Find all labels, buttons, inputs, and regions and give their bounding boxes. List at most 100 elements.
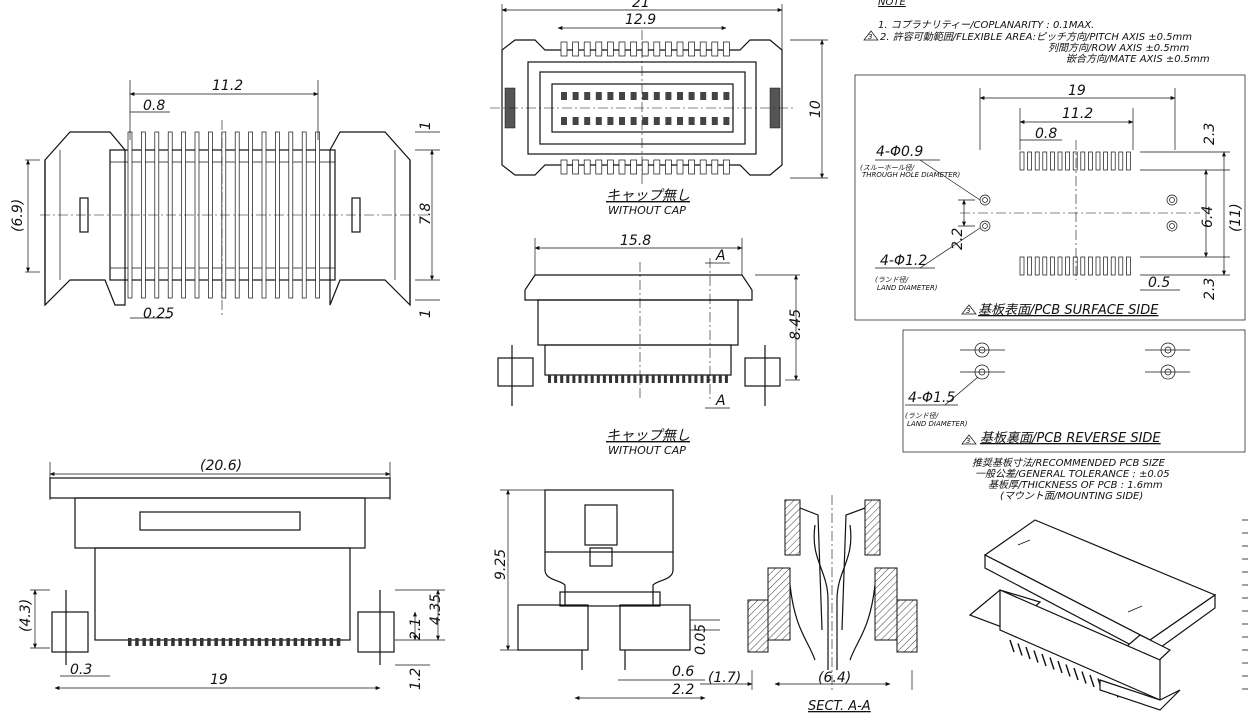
iso-pin [1017,643,1023,656]
pcb-pad [1019,256,1025,276]
pcb-reverse-view: 4-Φ1.5 (ランド径/ LAND DIAMETER) 3 基板裏面/PCB … [902,329,1246,453]
pcb-land-note-en: LAND DIAMETER) [877,284,938,292]
top-center-contact [642,92,649,100]
front-view-pin [272,638,276,646]
side-height-dim: 8.45 [788,309,804,340]
pcb-surface-flag: 3 [966,307,970,315]
top-center-pin [630,159,637,175]
end-span-dim: 2.2 [672,682,694,698]
section-width-dim: (6.4) [818,670,851,686]
pcb-pad [1050,256,1055,276]
top-center-pin [665,159,672,175]
notes-line-2: 2. 許容可動範囲/FLEXIBLE AREA:ピッチ方向/PITCH AXIS… [880,31,1192,43]
front-view-pin [171,638,175,646]
top-view-height-ref-dim: (6.9) [10,199,26,232]
pcb-overall-dim: 19 [1068,83,1086,99]
side-view-pin [645,375,649,383]
top-center-contact [700,117,707,125]
reverse-land-note-jp: (ランド径/ [905,412,939,420]
top-view-height-dim: 7.8 [418,203,434,225]
side-view-pin [627,375,631,383]
front-view-pin [128,638,132,646]
end-height-dim: 9.25 [493,549,509,580]
side-view-pin [548,375,551,383]
top-center-pin [723,159,730,175]
side-view-pin [609,375,612,383]
side-view-cap: 15.8 A A 8.45 キャップ無し WITHOUT CAP [497,233,804,457]
pcb-pad [1072,151,1078,171]
pcb-notes-line-2: 一般公差/GENERAL TOLERANCE : ±0.05 [975,468,1170,480]
top-center-pin [711,41,719,57]
top-center-contact [653,92,660,100]
pcb-notes-line-3: 基板厚/THICKNESS OF PCB : 1.6mm [988,479,1163,491]
pcb-pad [1095,151,1101,171]
isometric-view [968,519,1217,711]
top-center-view: 21 12.9 10 キャップ無し WITHOUT CAP [490,0,828,217]
front-total-dim: 19 [210,672,228,688]
reverse-land-label: 4-Φ1.5 [908,390,955,406]
top-center-contact [630,92,637,100]
top-view-lead-dim: 0.25 [143,306,174,322]
pcb-center-dim: 6.4 [1200,206,1216,228]
front-view-pin [142,638,146,646]
top-center-pin [723,41,730,57]
front-height-ref-dim: (4.3) [18,599,34,632]
pcb-pad [1118,256,1124,276]
pcb-notes-line-1: 推奨基板寸法/RECOMMENDED PCB SIZE [972,457,1166,469]
front-view-pin [257,638,262,646]
side-view-pin [682,375,686,383]
front-view-pin [149,638,154,646]
top-center-contact [723,117,730,125]
top-center-contact [677,92,683,100]
top-view-top-dim: 1 [418,121,434,130]
side-view-pin [676,375,680,383]
front-view-pin [322,638,326,646]
side-view-pin [621,375,625,383]
pcb-pad [1057,151,1063,171]
pcb-pad [1042,151,1048,171]
top-center-pin [676,159,684,175]
front-view-pin [300,638,305,646]
iso-pin [1073,667,1079,681]
side-view-pin [633,375,637,383]
top-view: 11.2 0.8 0.25 (6.9) 7.8 1 1 [10,78,440,322]
pcb-pad [1126,256,1131,276]
top-center-contact [607,117,614,125]
side-view-pin [554,375,558,383]
notes-line-3: 列間方向/ROW AXIS ±0.5mm [1048,42,1189,54]
pcb-pad [1065,256,1070,276]
page-edge-ticks [1242,519,1248,690]
top-center-pin [583,159,591,175]
top-center-pin [583,41,591,57]
notes-line-4: 嵌合方向/MATE AXIS ±0.5mm [1066,53,1210,65]
notes-flag: 3 [868,33,872,41]
iso-pin [1081,671,1087,684]
pcb-total-dim: (11) [1228,203,1244,232]
top-center-contact [723,92,730,100]
top-center-pin [595,159,603,175]
front-view-pin [329,638,334,646]
side-caption-jp: キャップ無し [606,428,690,444]
top-center-pin [699,41,707,57]
front-view-pin [264,638,269,646]
center-inner-dim: 12.9 [625,12,656,28]
top-center-pin [607,159,614,175]
pcb-pad [1103,151,1108,171]
pcb-pad-width-dim: 0.5 [1148,275,1170,291]
side-view-pin [566,375,570,383]
front-view-pin [286,638,290,646]
front-view-pin [192,638,197,646]
pcb-pad [1027,151,1032,171]
iso-pin [1057,660,1063,674]
side-view-pin [602,375,606,383]
pcb-bottom-dim: 2.3 [1202,278,1218,300]
side-view-pin [724,375,728,383]
iso-pin [1009,639,1015,653]
top-center-contact [642,117,649,125]
top-center-pin [572,41,579,57]
front-view-pin [293,638,298,646]
top-center-pin [676,41,684,57]
side-view-pin [663,375,667,383]
front-view-pin [236,638,240,646]
